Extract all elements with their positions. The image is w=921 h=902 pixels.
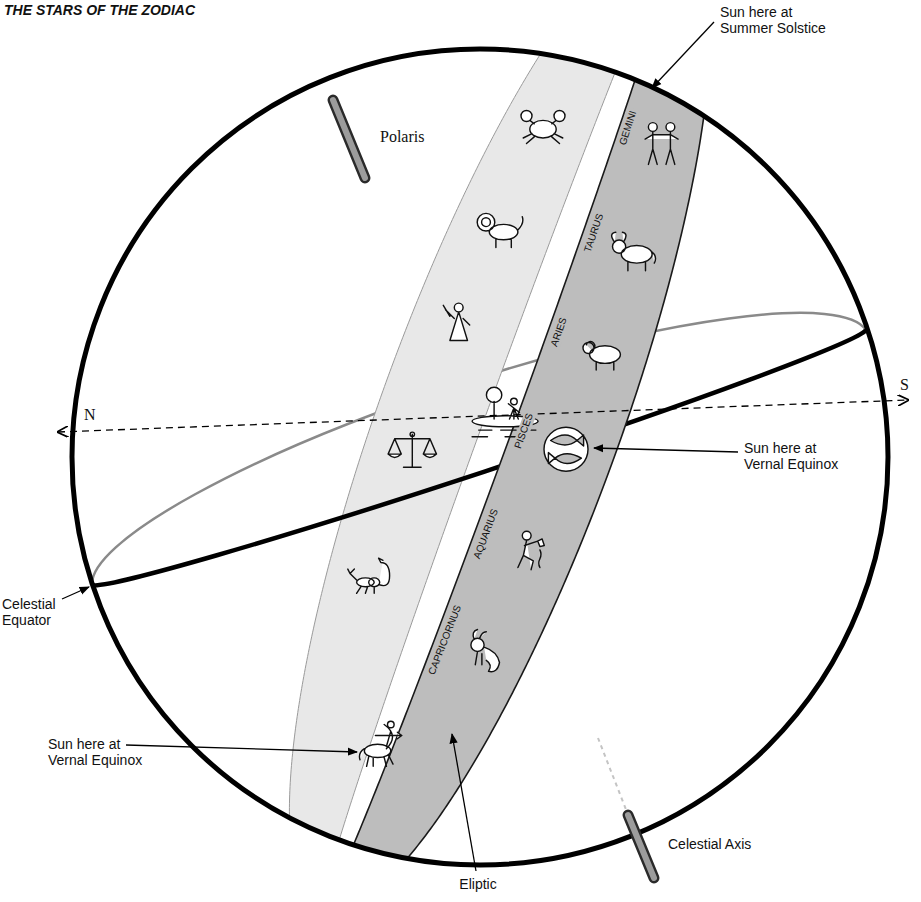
direction-letter: N [84,406,96,424]
leo-figure [477,213,523,247]
axis-rod-shine [333,100,365,178]
celestial-axis-rods [333,100,654,878]
diagram-title: THE STARS OF THE ZODIAC [4,2,195,18]
gemini-figure [645,123,678,165]
scorpio-figure [348,558,390,593]
figure-outline [521,111,565,144]
ecliptic-band-back-fill [289,0,677,902]
ecliptic-band-back [289,0,677,902]
equinox-callout: Sun here at Vernal Equinox [744,440,854,472]
figure-outline [388,432,436,467]
figure-outline [518,531,544,570]
libra-figure [388,432,436,467]
leader-arrow [594,448,738,452]
leader-arrow [62,587,89,599]
cancer-figure [521,111,565,144]
figure-outline [645,123,678,165]
sagittarius-figure [359,721,401,766]
celestial-axis-hidden [598,738,627,812]
celestial-equator-front [92,330,866,585]
aquarius-figure [518,531,544,570]
north-south-line [58,400,908,432]
constellation-name: TAURUS [581,210,607,256]
equinox-callout: Sun here at Vernal Equinox [48,736,158,768]
star-name: Polaris [380,128,424,146]
ecliptic-band-front-fill [322,0,710,902]
axis-rod [333,100,365,178]
axis-rod-shine [628,815,654,878]
capricornus-figure [471,630,500,672]
leader-arrow [652,22,714,88]
zodiac-figures [348,111,678,767]
figure-outline [359,721,401,766]
figure-outline [544,427,588,471]
figure-outline [443,303,469,340]
ecliptic-callout: Eliptic [459,876,496,892]
leader-arrow [452,734,476,871]
constellation-name: AQUARIUS [470,506,501,563]
pisces-figure [544,427,588,471]
figure-outline [583,342,620,370]
constellation-name: ARIES [548,314,571,350]
aries-figure [583,342,620,370]
figure-outline [477,213,523,247]
constellation-name: GEMINI [616,107,640,148]
axis-callout: Celestial Axis [668,836,751,852]
axis-rod [628,815,654,878]
figure-outline [471,630,500,672]
figure-outline [348,558,390,593]
direction-letter: S [900,376,909,394]
virgo-figure [443,303,469,340]
constellation-name: PISCES [511,410,536,452]
taurus-figure [612,232,656,271]
leader-arrow [126,745,357,752]
figure-outline [612,232,656,271]
equator-callout: Celestial Equator [2,596,74,628]
ecliptic-band-front [322,0,710,902]
constellation-name: CAPRICORNUS [425,601,465,678]
celestial-sphere-outline [72,49,888,865]
solstice-callout: Sun here at Summer Solstice [720,4,830,36]
leader-arrows [62,22,738,871]
